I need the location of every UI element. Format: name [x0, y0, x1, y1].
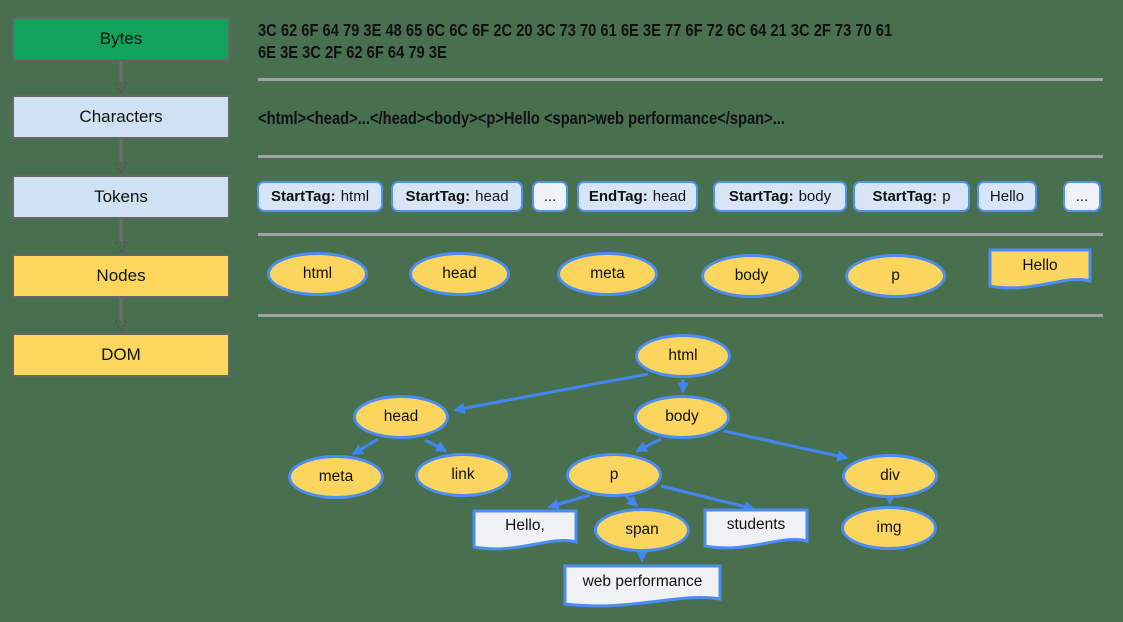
tree-node-p: p [566, 453, 662, 497]
node-label: meta [590, 265, 625, 282]
tree-text-hello-shape [472, 509, 578, 551]
token-value: head [652, 188, 687, 205]
token-starttag-p: StartTag:p [853, 181, 970, 212]
stage-tokens-label: Tokens [94, 187, 148, 206]
stage-dom: DOM [12, 333, 230, 377]
token-type-label: StartTag: [872, 188, 938, 205]
tree-node-label: p [609, 466, 619, 483]
bytes-text-line1: 3C 62 6F 64 79 3E 48 65 6C 6C 6F 2C 20 3… [258, 20, 893, 40]
token-type-label: StartTag: [405, 188, 471, 205]
tree-node-label: head [383, 408, 419, 425]
token-type-label: StartTag: [270, 188, 336, 205]
token-value: head [475, 188, 509, 205]
node-label: html [302, 265, 333, 282]
node-meta: meta [557, 252, 658, 296]
tree-text-webperf-label: web performance [582, 573, 703, 590]
node-label: body [734, 267, 769, 284]
section-divider [258, 314, 1103, 317]
token-type-label: StartTag: [728, 188, 794, 205]
node-p: p [845, 254, 946, 298]
node-hello-label: Hello [1022, 257, 1058, 274]
stage-bytes: Bytes [12, 17, 230, 61]
tree-node-label: html [668, 347, 698, 364]
bytes-text-line2: 6E 3E 3C 2F 62 6F 64 79 3E [258, 42, 447, 62]
node-html: html [267, 252, 368, 296]
token-value: body [798, 188, 832, 205]
arrow-down-icon [113, 219, 129, 254]
tree-node-img: img [841, 506, 937, 550]
token-endtag-head: EndTag:head [577, 181, 698, 212]
token-value: ... [543, 188, 557, 205]
token-value: ... [1075, 188, 1089, 205]
node-hello-document-shape [988, 248, 1092, 290]
section-divider [258, 78, 1103, 81]
tree-node-link: link [415, 453, 511, 497]
tree-text-students-shape [703, 508, 809, 550]
tree-node-meta: meta [288, 455, 384, 499]
stage-characters: Characters [12, 95, 230, 139]
stage-tokens: Tokens [12, 175, 230, 219]
token-starttag-body: StartTag:body [713, 181, 847, 212]
node-label: p [891, 267, 900, 284]
stage-bytes-label: Bytes [99, 29, 143, 48]
token-hello: Hello [977, 181, 1037, 212]
section-divider [258, 155, 1103, 158]
tree-node-label: img [876, 519, 902, 536]
tree-node-div: div [842, 454, 938, 498]
tree-text-hello-label: Hello, [505, 517, 545, 534]
tree-node-label: link [451, 466, 475, 483]
stage-characters-label: Characters [79, 107, 163, 126]
token-starttag-head: StartTag:head [391, 181, 523, 212]
section-divider [258, 233, 1103, 236]
characters-text: <html><head>...</head><body><p>Hello <sp… [258, 108, 785, 128]
tree-text-students-label: students [726, 516, 786, 533]
token-ellipsis: ... [1063, 181, 1101, 212]
tree-node-label: div [880, 467, 900, 484]
token-ellipsis: ... [532, 181, 568, 212]
token-type-label: EndTag: [588, 188, 648, 205]
arrow-down-icon [113, 298, 129, 333]
node-body: body [701, 254, 802, 298]
tree-node-label: span [625, 521, 659, 538]
tree-node-label: body [665, 408, 699, 425]
tree-node-span: span [594, 508, 690, 552]
stage-nodes-label: Nodes [96, 266, 146, 285]
arrow-down-icon [113, 139, 129, 175]
tree-node-html: html [635, 334, 731, 378]
tree-node-label: meta [318, 468, 354, 485]
token-value: html [340, 188, 370, 205]
token-value: Hello [989, 188, 1025, 205]
node-label: head [442, 265, 477, 282]
token-value: p [942, 188, 951, 205]
tree-node-body: body [634, 395, 730, 439]
node-head: head [409, 252, 510, 296]
stage-dom-label: DOM [101, 345, 141, 364]
arrow-down-icon [113, 61, 129, 95]
tree-node-head: head [353, 395, 449, 439]
tree-text-webperf-shape [563, 564, 722, 608]
stage-nodes: Nodes [12, 254, 230, 298]
token-starttag-html: StartTag:html [257, 181, 383, 212]
